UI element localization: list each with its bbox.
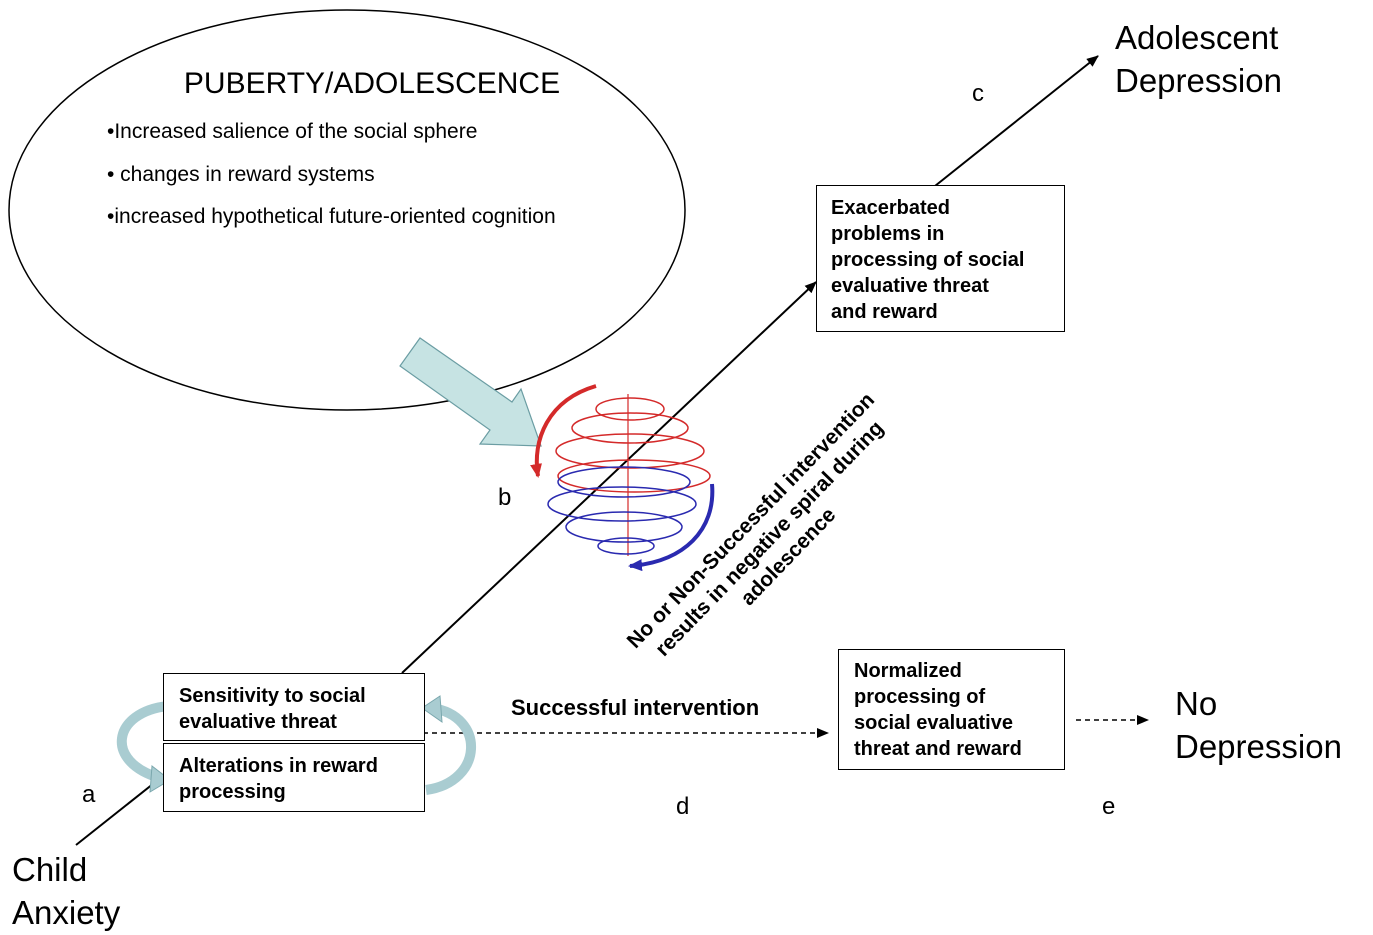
negative-spiral [530,384,715,572]
exacerbated-box: Exacerbated problems in processing of so… [816,185,1065,332]
child-anxiety-label: Child Anxiety [12,851,121,931]
curved-arrow-left-head [149,765,171,793]
no-depression-label: No Depression [1175,685,1342,765]
label-b: b [498,484,512,511]
curved-arrow-left [116,701,169,783]
adolescent-depression-label: Adolescent Depression [1115,19,1282,99]
successful-intervention-label: Successful intervention [511,695,760,720]
ellipse-bullet: •Increased salience of the social sphere [107,120,477,143]
label-e: e [1102,793,1116,820]
ellipse-title: PUBERTY/ADOLESCENCE [184,67,560,100]
curved-arrow-right-head [421,695,443,724]
label-a: a [82,781,96,808]
spiral-loop-blue [597,537,655,555]
puberty-ellipse [8,9,686,411]
spiral-loop-red [555,433,705,469]
ellipse-bullet: •increased hypothetical future-oriented … [107,205,556,228]
curved-arrow-right [425,703,476,795]
spiral-blue-arrow [628,483,715,572]
sensitivity-box: Sensitivity to social evaluative threat [163,673,425,741]
ellipse-bullet: • changes in reward systems [107,163,375,186]
spiral-loop-red [595,397,665,421]
child-anxiety-arrow [75,775,164,846]
spiral-loop-red [557,459,711,493]
spiral-loop-blue [547,486,697,522]
label-c: c [972,80,984,107]
spiral-red-arrow [530,384,597,478]
escalation-arrow [401,281,817,674]
normalized-box: Normalized processing of social evaluati… [838,649,1065,770]
spiral-loop-red [571,412,689,444]
block-arrow [399,337,542,447]
depression-arrow [934,55,1099,187]
alterations-box: Alterations in reward processing [163,743,425,812]
spiral-loop-blue [565,511,683,543]
spiral-loop-blue [557,466,691,498]
label-d: d [676,793,690,820]
